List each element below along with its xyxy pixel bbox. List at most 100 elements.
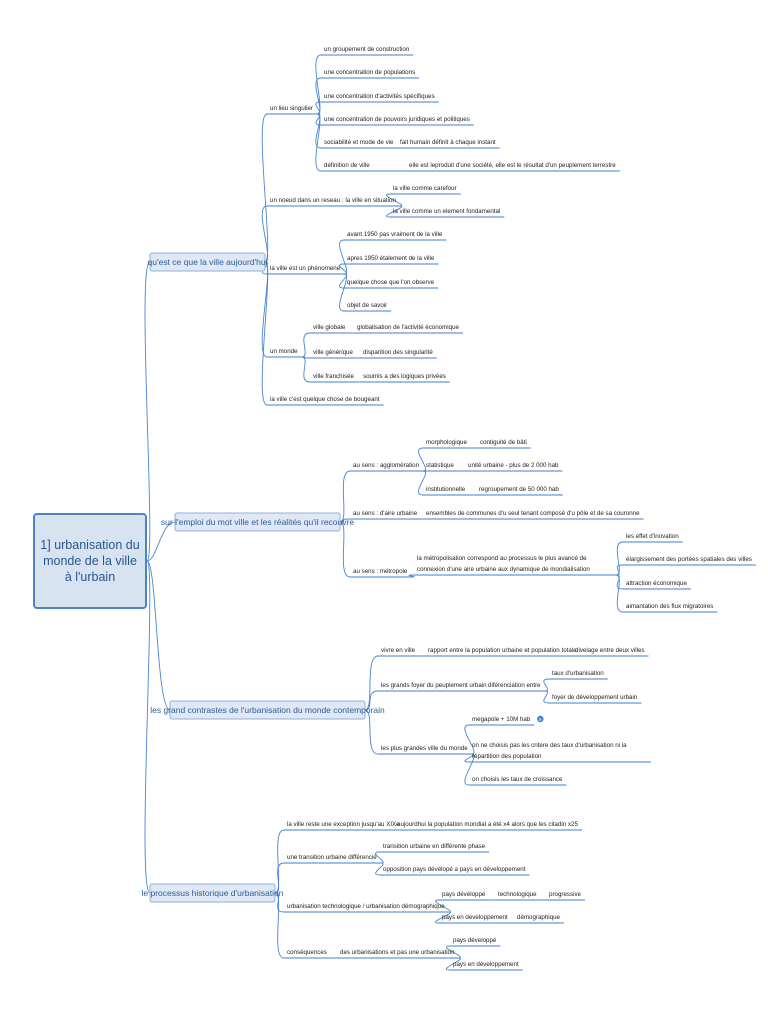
topic-progressive[interactable]: progressive <box>546 891 585 901</box>
topic-label: soumis a des logiques privées <box>363 373 446 380</box>
topic-institutionnelle[interactable]: institutionnelle <box>423 486 470 496</box>
topic-la-ville-reste-une-exception-jusqu-au-xi[interactable]: la ville reste une exception jusqu'au XI… <box>284 821 404 831</box>
section-topic-le-processus-historique-d-urbanisation[interactable]: le processus historique d'urbanisation <box>142 883 284 903</box>
topic-au-sens-agglomeration[interactable]: au sens : agglomération <box>350 462 424 472</box>
topic-au-sens-metropole[interactable]: au sens : métropole <box>350 568 412 578</box>
topic-un-monde[interactable]: un monde <box>267 348 302 358</box>
topic-contiguite-de-bati[interactable]: contiguité de bâti <box>477 439 531 449</box>
topic-au-sens-d-aire-urbaine[interactable]: au sens : d'aire urbaine <box>350 510 422 520</box>
section-topic-label: les grand contrastes de l'urbanisation d… <box>150 705 385 715</box>
topic-label: objet de savoir <box>347 302 387 309</box>
connector-line <box>339 521 351 578</box>
topic-divelage-entre-deux-villes[interactable]: divelage entre deux villes <box>572 647 649 657</box>
topic-on-choisis-les-taux-de-croissance[interactable]: on choisis les taux de croissance <box>469 776 567 786</box>
topic-label: transition urbaine en différente phase <box>383 843 486 850</box>
section-topic-sur-l-emploi-du-mot-ville-et-les-realite[interactable]: sur l'emploi du mot ville et les réalité… <box>161 512 354 532</box>
topic-label: fait humain définit à chaque instant <box>400 139 496 146</box>
topic-label: sociabilité et mode de vie <box>324 139 394 146</box>
topic-pays-developpe[interactable]: pays dévéloppé <box>439 891 490 901</box>
topic-la-metropolisation-correspond-au-process[interactable]: la métropolisation correspond au process… <box>414 555 616 576</box>
topic-label: aimantation des flux migratoires <box>626 603 713 610</box>
topic-la-ville-est-un-phenomene[interactable]: la ville est un phénomene <box>267 265 345 275</box>
topic-consequences[interactable]: conséquences <box>284 949 331 959</box>
topic-apres-1950-etalement-de-la-ville[interactable]: apres 1950 étalement de la ville <box>344 255 439 265</box>
topic-label: la ville c'est quelque chose de bougeant <box>270 396 380 403</box>
topic-label: au sens : d'aire urbaine <box>353 510 418 517</box>
topic-statistique[interactable]: statistique <box>423 462 458 472</box>
topic-vivre-en-ville[interactable]: vivre en ville <box>378 647 420 657</box>
connector-line <box>364 709 379 755</box>
topic-unite-urbaine-plus-de-2-000-hab[interactable]: unité urbaine - plus de 2 000 hab <box>465 462 563 472</box>
section-topic-qu-est-ce-que-la-ville-aujourd-hui[interactable]: qu'est ce que la ville aujourd'hui <box>148 252 268 272</box>
topic-ville-generique[interactable]: ville générique <box>310 349 357 359</box>
topic-un-noeud-dans-un-reseau-la-ville-en-situ[interactable]: un noeud dans un reseau : la ville en si… <box>267 197 400 207</box>
topic-regroupement-de-50-000-hab[interactable]: regroupement de 50 000 hab <box>476 486 563 496</box>
topic-un-groupement-de-construction[interactable]: un groupement de construction <box>321 46 414 56</box>
topic-la-ville-comme-un-element-fondamental[interactable]: la ville comme un element fondamental <box>390 208 505 218</box>
connector-line <box>144 261 151 562</box>
section-topic-les-grand-contrastes-de-l-urbanisation-d[interactable]: les grand contrastes de l'urbanisation d… <box>150 700 385 720</box>
topic-label: morphologique <box>426 439 467 446</box>
topic-disparition-des-singularite[interactable]: disparition des singularité <box>360 349 437 359</box>
connector-line <box>418 470 426 496</box>
topic-globalisation-de-l-activite-economique[interactable]: globalisation de l'activité économique <box>354 324 463 334</box>
topic-un-lieu-singulier[interactable]: un lieu singulier <box>267 105 317 115</box>
topic-les-plus-grandes-ville-du-monde[interactable]: les plus grandes ville du monde <box>378 745 472 755</box>
topic-une-concentration-d-activites-specifique[interactable]: une concentration d'activités spécifique… <box>321 93 439 103</box>
connector-line <box>315 77 322 115</box>
topic-objet-de-savoir[interactable]: objet de savoir <box>344 302 392 312</box>
topic-label: avant 1950 pas vraiment de la ville <box>347 231 443 238</box>
topic-label: regroupement de 50 000 hab <box>479 486 559 493</box>
topic-ville-franchisee[interactable]: ville franchisée <box>310 373 358 383</box>
topic-ville-globale[interactable]: ville globale <box>310 324 350 334</box>
section-topic-label: le processus historique d'urbanisation <box>142 888 284 898</box>
topic-une-transition-urbaine-differencie[interactable]: une transition urbaine différencié <box>284 854 381 864</box>
topic-label: quelque chose que l'on observe <box>347 279 435 286</box>
topic-opposition-pays-develope-a-pays-en-devel[interactable]: opposition pays dévélopé a pays en dével… <box>380 866 530 876</box>
topic-des-urbanisations-et-pas-une-urbanisatio[interactable]: des urbanisations et pas une urbanisatio… <box>337 949 459 959</box>
section-topic-label: sur l'emploi du mot ville et les réalité… <box>161 517 354 527</box>
topic-technologique[interactable]: technologique <box>495 891 541 901</box>
topic-on-ne-choisis-pas-les-critere-des-taux-d[interactable]: on ne choisis pas les critere des taux d… <box>469 742 651 763</box>
topic-une-concentration-de-pouvoirs-juridiques[interactable]: une concentration de pouvoirs juridiques… <box>321 116 474 126</box>
topic-demographique[interactable]: démographique <box>514 914 565 924</box>
connector-line <box>615 564 624 576</box>
topic-definition-de-ville[interactable]: définition de ville <box>321 162 374 172</box>
topic-label: les grands foyer du peuplement urbain <box>381 682 487 689</box>
topic-soumis-a-des-logiques-privees[interactable]: soumis a des logiques privées <box>360 373 450 383</box>
topic-les-effet-d-inovation[interactable]: les effet d'inovation <box>623 533 683 543</box>
root-topic[interactable]: 1] urbanisation du monde de la ville à l… <box>33 513 147 609</box>
topic-aimantation-des-flux-migratoires[interactable]: aimantation des flux migratoires <box>623 603 718 613</box>
connector-line <box>274 862 285 894</box>
topic-urbanisation-technologique-urbanisation-[interactable]: urbanisation technologique / urbanisatio… <box>284 903 449 913</box>
topic-fait-humain-definit-a-chaque-instant[interactable]: fait humain définit à chaque instant <box>397 139 500 149</box>
topic-transition-urbaine-en-differente-phase[interactable]: transition urbaine en différente phase <box>380 843 490 853</box>
topic-attraction-economique[interactable]: attraction économique <box>623 580 691 590</box>
connector-line <box>464 753 475 786</box>
topic-pays-developpe[interactable]: pays développé <box>450 937 501 947</box>
topic-ensembles-de-communes-d-u-seul-tenant-co[interactable]: ensembles de communes d'u seul tenant co… <box>423 510 644 520</box>
topic-foyer-de-developpement-urbain[interactable]: foyer de développement urbain <box>549 694 642 704</box>
topic-diferenciation-entre[interactable]: diférenciation entre <box>485 682 545 692</box>
topic-pays-en-developpement[interactable]: pays en developpement <box>439 914 512 924</box>
topic-sociabilite-et-mode-de-vie[interactable]: sociabilité et mode de vie <box>321 139 398 149</box>
topic-avant-1950-pas-vraiment-de-la-ville[interactable]: avant 1950 pas vraiment de la ville <box>344 231 447 241</box>
topic-label: vivre en ville <box>381 647 416 654</box>
topic-une-concentration-de-populations[interactable]: une concentration de populations <box>321 69 420 79</box>
topic-pays-en-developpement[interactable]: pays en développement <box>450 961 523 971</box>
topic-rapport-entre-la-population-urbaine-et-p[interactable]: rapport entre la population urbaine et p… <box>425 647 581 657</box>
topic-taux-d-urbanisation[interactable]: taux d'urbanisation <box>549 670 608 680</box>
topic-aujourdhui-la-population-mondial-a-ete-x[interactable]: aujourdhui la population mondial a été x… <box>394 821 582 831</box>
topic-label: pays en développement <box>453 961 519 968</box>
topic-morphologique[interactable]: morphologique <box>423 439 471 449</box>
topic-les-grands-foyer-du-peuplement-urbain[interactable]: les grands foyer du peuplement urbain <box>378 682 491 692</box>
topic-elargissement-des-portees-spatiales-des-[interactable]: élargissement des portées spatiales des … <box>623 556 756 566</box>
connector-line <box>543 678 550 692</box>
topic-la-ville-c-est-quelque-chose-de-bougeant[interactable]: la ville c'est quelque chose de bougeant <box>267 396 384 406</box>
topic-la-ville-comme-carefour[interactable]: la ville comme carefour <box>390 185 461 195</box>
topic-quelque-chose-que-l-on-observe[interactable]: quelque chose que l'on observe <box>344 279 439 289</box>
topic-elle-est-leproduit-d-une-societe-elle-es[interactable]: elle est leproduit d'une société, elle e… <box>406 162 620 172</box>
connector-line <box>274 829 285 894</box>
connector-line <box>146 560 171 711</box>
